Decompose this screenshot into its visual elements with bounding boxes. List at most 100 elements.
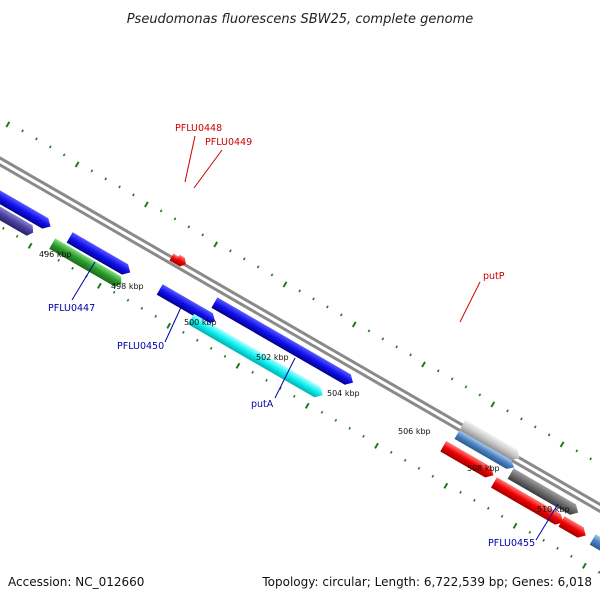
tick-mark-major [374, 442, 379, 449]
tick-mark-minor [195, 338, 199, 342]
tick-mark-minor [473, 498, 476, 502]
gene-arrow-blue-pflu0447[interactable] [66, 232, 134, 277]
backbone-line-inner [0, 141, 600, 555]
tick-mark-minor [326, 305, 329, 309]
tick-mark-minor [35, 137, 38, 141]
tick-mark-minor [589, 457, 593, 461]
gene-label-pflu0450[interactable]: PFLU0450 [117, 341, 164, 352]
gene-label-pflu0455[interactable]: PFLU0455 [488, 538, 535, 549]
tick-mark-major [166, 322, 172, 329]
tick-mark-minor [381, 337, 385, 341]
tick-mark-minor [201, 233, 205, 237]
tick-mark-major [443, 482, 449, 489]
gene-arrow-red-pflu0449[interactable] [174, 254, 189, 269]
tick-mark-minor [403, 458, 407, 462]
tick-mark-minor [339, 313, 343, 317]
tick-mark-minor [251, 370, 255, 374]
gene-labels: PFLU0448 PFLU0449 PFLU0447 PFLU0450 putA… [48, 123, 535, 549]
backbone-line-outer [0, 136, 600, 550]
tick-mark-minor [556, 546, 559, 550]
tick-mark-minor [528, 530, 532, 534]
gene-label-putp[interactable]: putP [483, 271, 505, 282]
tick-mark-minor [154, 314, 158, 318]
leader-pflu0448 [184, 135, 196, 183]
tick-mark-minor [265, 378, 268, 382]
leader-puta [274, 357, 296, 399]
tick-mark-minor [348, 426, 352, 430]
tick-label-506: 506 kbp [398, 427, 431, 436]
tick-mark-major [421, 361, 426, 368]
gene-arrow-red-putp[interactable] [440, 441, 496, 480]
gene-arrow-red-putp-upper[interactable] [459, 419, 522, 463]
tick-mark-minor [15, 234, 19, 238]
tick-mark-minor [520, 417, 523, 421]
tick-label-500: 500 kbp [184, 318, 217, 327]
gene-arrow-steel-upper[interactable] [454, 430, 516, 472]
tick-mark-minor [132, 193, 135, 197]
tick-mark-minor [229, 249, 232, 253]
tick-mark-minor [209, 346, 213, 350]
tick-mark-minor [62, 153, 66, 157]
tick-mark-minor [575, 449, 579, 453]
gene-arrow-steel-pflu0455[interactable] [589, 534, 600, 574]
tick-mark-minor [547, 433, 551, 437]
tick-mark-minor [182, 330, 185, 334]
leader-pflu0455 [535, 503, 559, 541]
gene-arrow-red-small-right[interactable] [558, 516, 589, 540]
tick-mark-minor [21, 129, 24, 133]
tick-mark-minor [112, 290, 116, 294]
tick-mark-minor [362, 434, 365, 438]
gene-arrow-blue-puta-upper[interactable] [211, 297, 356, 387]
tick-mark-major [144, 201, 149, 208]
gene-label-pflu0447[interactable]: PFLU0447 [48, 303, 95, 314]
gene-label-pflu0449[interactable]: PFLU0449 [205, 137, 252, 148]
gene-arrow-blue-left[interactable] [0, 184, 54, 231]
tick-mark-minor [173, 217, 177, 221]
tick-mark-major [559, 441, 565, 448]
tick-mark-minor [57, 258, 61, 262]
label-leaders [71, 135, 559, 541]
tick-mark-minor [542, 538, 546, 542]
tick-mark-major [97, 282, 102, 289]
tick-mark-minor [367, 329, 371, 333]
tick-mark-minor [71, 266, 74, 270]
leader-pflu0450 [164, 302, 184, 343]
gene-label-pflu0448[interactable]: PFLU0448 [175, 123, 222, 134]
gene-arrow-red-right[interactable] [490, 477, 566, 527]
leader-pflu0447 [71, 261, 96, 301]
tick-label-498: 498 kbp [111, 282, 144, 291]
tick-mark-minor [464, 385, 468, 389]
tick-label-502: 502 kbp [256, 353, 289, 362]
tick-mark-minor [312, 297, 315, 301]
gene-arrow-green-pflu0447[interactable] [49, 238, 124, 288]
tick-mark-minor [533, 425, 537, 429]
tick-mark-minor [104, 177, 108, 181]
tick-mark-minor [417, 466, 421, 470]
tick-mark-minor [118, 185, 121, 189]
gene-arrow-gray-right[interactable] [507, 468, 582, 517]
tick-mark-major [512, 522, 518, 529]
tick-mark-major [351, 321, 357, 328]
tick-mark-minor [506, 409, 509, 413]
tick-mark-minor [43, 250, 47, 254]
tick-label-496: 496 kbp [39, 250, 72, 259]
genome-summary-text: Topology: circular; Length: 6,722,539 bp… [261, 575, 592, 589]
tick-mark-minor [389, 450, 393, 454]
tick-mark-major [213, 241, 219, 248]
tick-mark-minor [486, 506, 490, 510]
tick-mark-minor [395, 345, 399, 349]
gene-arrow-cyan-puta[interactable] [188, 313, 326, 400]
gene-arrow-blue-pflu0450[interactable] [156, 284, 218, 326]
tick-mark-minor [292, 394, 296, 398]
gene-label-puta[interactable]: putA [251, 399, 274, 410]
tick-mark-minor [320, 410, 324, 414]
tick-row-outer [5, 121, 593, 461]
tick-mark-major [74, 161, 80, 168]
tick-mark-major [582, 562, 587, 569]
gene-arrow-navy-left[interactable] [0, 184, 36, 237]
tick-mark-minor [187, 225, 191, 229]
tick-mark-minor [159, 209, 163, 213]
tick-mark-minor [409, 353, 412, 357]
tick-label-504: 504 kbp [327, 389, 360, 398]
